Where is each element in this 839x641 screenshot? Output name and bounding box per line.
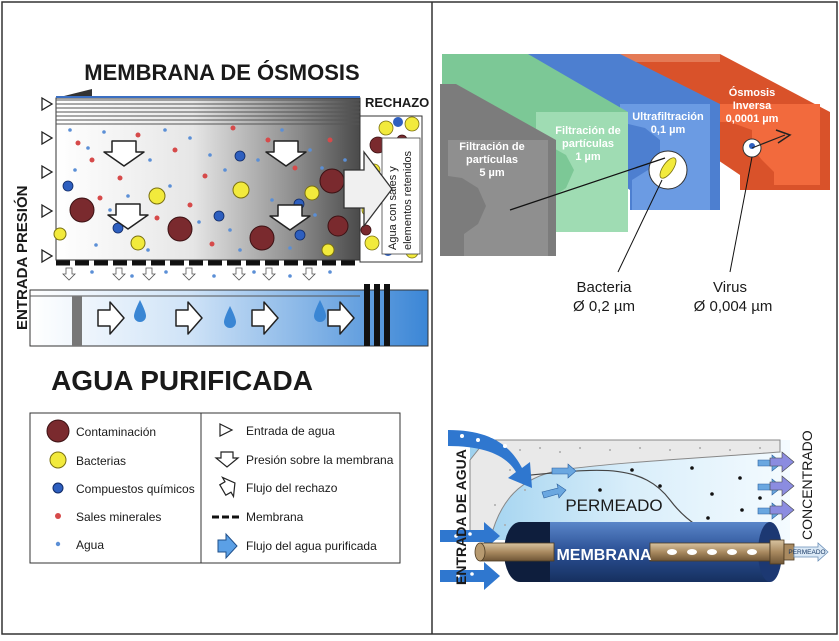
svg-text:1 µm: 1 µm (575, 151, 601, 163)
chemical-particle (62, 180, 74, 192)
water-drop-icon (224, 306, 236, 328)
purified-water-channel (29, 284, 429, 347)
plate-labels: Filtración de partículas 5 µm Filtración… (459, 86, 778, 179)
virus-pointer (729, 156, 753, 273)
bacteria-icon (49, 451, 67, 469)
contamination-particle (249, 225, 275, 251)
chemical-particle (294, 229, 306, 241)
purified-flow-arrow-icon (175, 301, 203, 335)
chemical-particle (213, 210, 225, 222)
water-drop-icon (314, 300, 326, 322)
water-icon (55, 541, 61, 547)
svg-text:Ultrafiltración: Ultrafiltración (632, 111, 704, 123)
svg-text:5 µm: 5 µm (479, 167, 505, 179)
entrada-agua-label: ENTRADA DE AGUA (453, 449, 469, 585)
bacteria-particle (148, 187, 166, 205)
legend-chemicals: Compuestos químicos (76, 482, 195, 496)
down-arrow-icon (214, 451, 240, 468)
right-arrow-icon (218, 476, 236, 499)
reject-flow-arrow (343, 150, 393, 228)
bacteria-pointer (617, 179, 663, 273)
svg-text:Ósmosis: Ósmosis (729, 86, 775, 99)
svg-text:partículas: partículas (466, 154, 518, 166)
triangle-icon (41, 130, 54, 146)
virus-size: Ø 0,004 µm (694, 298, 773, 315)
chemical-particle (112, 222, 124, 234)
salt-icon (55, 513, 61, 519)
bacteria-size: Ø 0,2 µm (573, 298, 635, 315)
contamination-particle (327, 215, 349, 237)
triangle-icon (41, 164, 54, 180)
down-arrow-icon (103, 140, 145, 167)
down-arrow-icon (107, 203, 149, 230)
contamination-particle (69, 197, 95, 223)
svg-text:partículas: partículas (562, 138, 614, 150)
permeate-drips (62, 267, 316, 281)
purified-flow-arrow-icon (97, 301, 125, 335)
svg-text:Filtración de: Filtración de (459, 141, 524, 153)
contamination-particle (319, 168, 345, 194)
filtration-plates (440, 54, 830, 256)
feed-tank (55, 89, 361, 261)
down-arrow-icon (265, 140, 307, 167)
bacteria-particle (53, 227, 67, 241)
bacteria-particle (321, 243, 335, 257)
blue-arrow-icon (217, 532, 238, 560)
purified-flow-arrow-icon (327, 301, 355, 335)
virus-label: Virus (713, 279, 747, 296)
plate-5um (440, 84, 556, 256)
triangle-icon (41, 96, 54, 112)
rechazo-label: RECHAZO (365, 95, 429, 110)
legend-bacteria: Bacterias (76, 454, 126, 468)
tank-particles (53, 125, 352, 257)
down-arrow-icon (269, 204, 311, 231)
purified-flow-arrow-icon (251, 301, 279, 335)
legend-salts: Sales minerales (76, 510, 161, 524)
bacteria-particle (130, 235, 146, 251)
entrada-presion-label: ENTRADA PRESIÓN (13, 186, 31, 330)
triangle-icon (219, 423, 234, 437)
svg-text:0,0001 µm: 0,0001 µm (726, 113, 779, 125)
permeado-outlet-label: PERMEADO (788, 549, 825, 556)
retained-label-2: elementos retenidos (402, 150, 414, 250)
svg-text:Filtración de: Filtración de (555, 125, 620, 137)
triangle-icon (41, 203, 54, 219)
concentrado-label: CONCENTRADO (799, 430, 815, 540)
legend-water: Agua (76, 538, 104, 552)
contamination-particle (167, 216, 193, 242)
legend-entrada: Entrada de agua (246, 424, 335, 438)
pressure-arrows (103, 140, 311, 231)
contamination-icon (46, 419, 70, 443)
inlet-triangles (41, 96, 54, 264)
legend: Contaminación Bacterias Compuestos quími… (29, 412, 401, 564)
retained-label-1: Agua con sales y (387, 166, 399, 250)
membrana-tube-label: MEMBRANA (556, 547, 652, 564)
water-drop-icon (134, 300, 146, 322)
legend-presion: Presión sobre la membrana (246, 453, 394, 467)
bacteria-label: Bacteria (576, 279, 632, 296)
bacteria-particle (304, 185, 320, 201)
legend-rechazo: Flujo del rechazo (246, 481, 338, 495)
triangle-icon (41, 248, 54, 264)
chemical-icon (52, 482, 64, 494)
legend-purificada: Flujo del agua purificada (246, 539, 377, 553)
membrane-module (440, 430, 829, 590)
legend-membrana: Membrana (246, 510, 304, 524)
bacteria-particle (232, 181, 250, 199)
legend-contamination: Contaminación (76, 425, 156, 439)
svg-text:Inversa: Inversa (733, 100, 772, 112)
chemical-particle (234, 150, 246, 162)
svg-text:0,1 µm: 0,1 µm (651, 124, 686, 136)
permeado-label: PERMEADO (565, 496, 662, 515)
left-title: MEMBRANA DE ÓSMOSIS (84, 60, 359, 85)
agua-purificada-title: AGUA PURIFICADA (51, 365, 313, 396)
